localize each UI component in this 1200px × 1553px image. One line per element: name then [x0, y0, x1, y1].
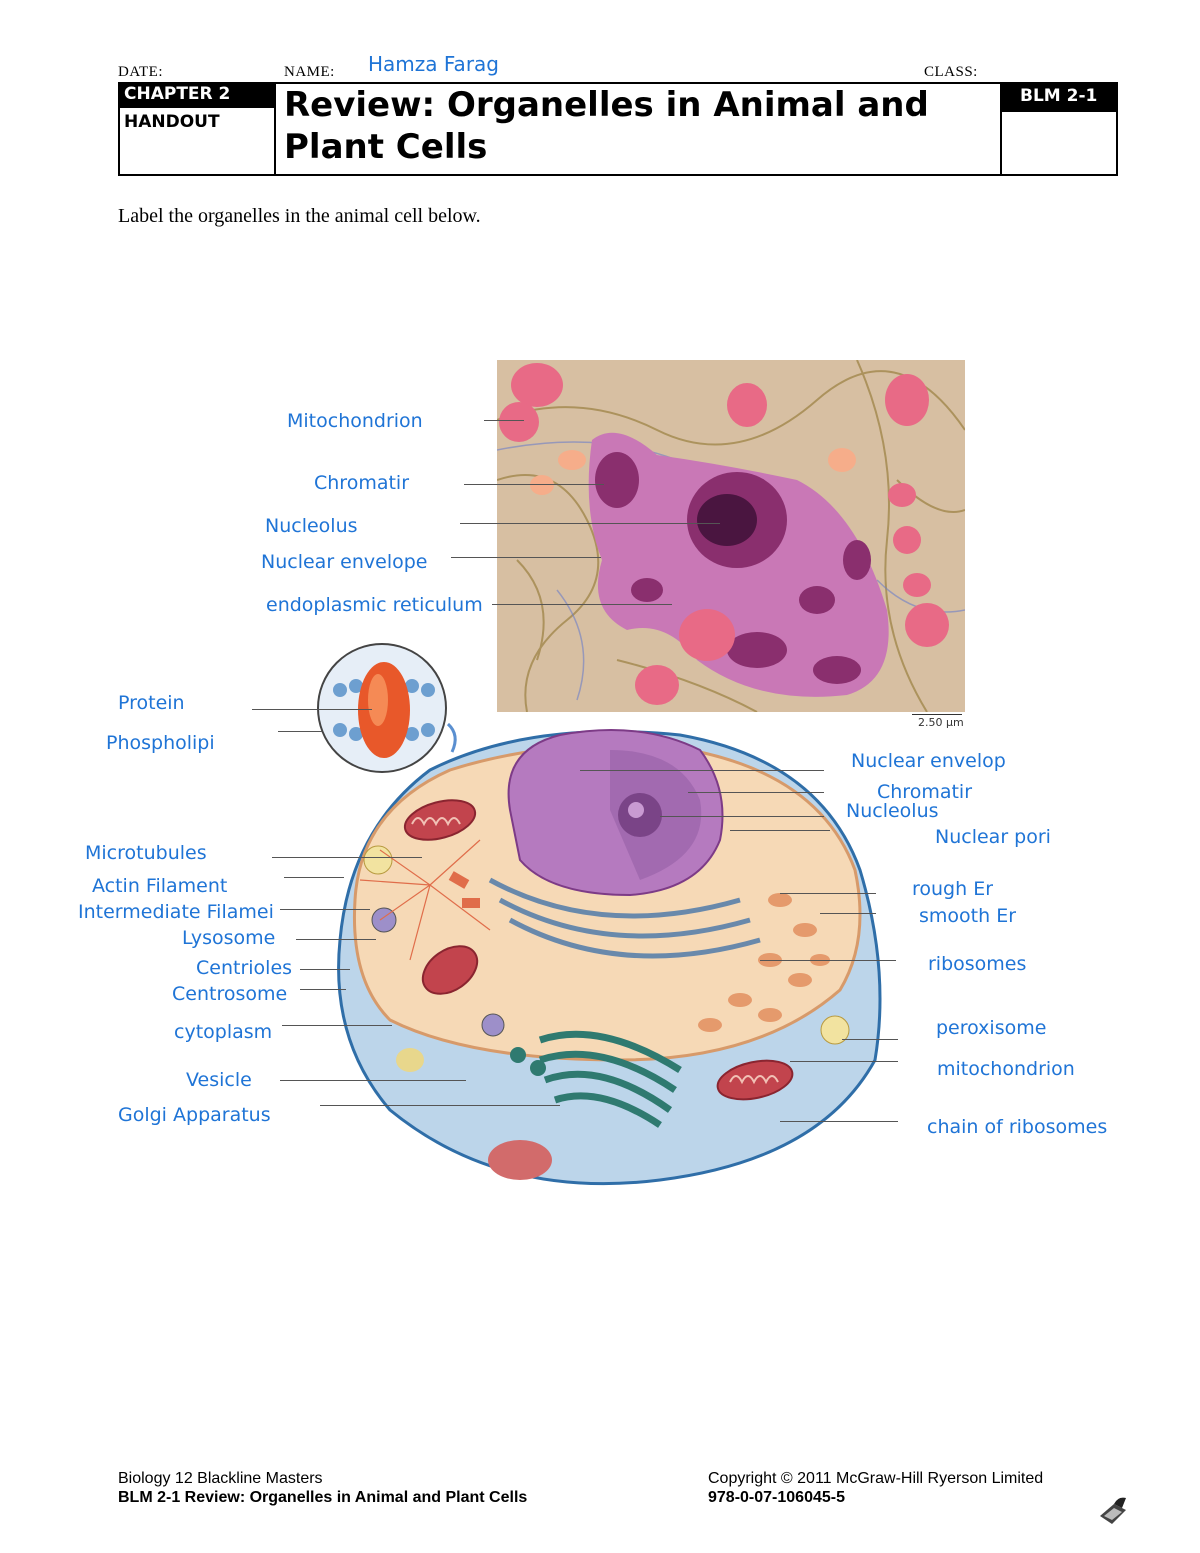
- label-intermediate-filament[interactable]: Intermediate Filamei: [78, 901, 274, 923]
- leader-line: [280, 1080, 466, 1081]
- label-nuclear-envelope-tem[interactable]: Nuclear envelope: [261, 551, 428, 573]
- leader-line: [660, 816, 824, 817]
- label-microtubules[interactable]: Microtubules: [85, 842, 207, 864]
- class-label: CLASS:: [924, 64, 978, 80]
- label-rough-er[interactable]: rough Er: [912, 878, 994, 900]
- leader-line: [464, 484, 604, 485]
- label-nucleolus-tem[interactable]: Nucleolus: [265, 515, 358, 537]
- leader-line: [296, 939, 376, 940]
- blm-badge: [1000, 82, 1118, 112]
- label-peroxisome[interactable]: peroxisome: [936, 1017, 1047, 1039]
- leader-line: [451, 557, 601, 558]
- tem-micrograph: [497, 360, 965, 712]
- label-smooth-er[interactable]: smooth Er: [919, 905, 1017, 927]
- leader-line: [284, 877, 344, 878]
- footer-right-line1: Copyright © 2011 McGraw-Hill Ryerson Lim…: [708, 1470, 1044, 1487]
- label-centrioles[interactable]: Centrioles: [196, 957, 293, 979]
- leader-line: [300, 989, 346, 990]
- leader-line: [280, 909, 370, 910]
- instructions: Label the organelles in the animal cell …: [118, 205, 481, 227]
- label-chromatin[interactable]: Chromatir: [877, 781, 973, 803]
- header-box: [118, 82, 1118, 176]
- leader-line: [320, 1105, 560, 1106]
- leader-line: [492, 604, 672, 605]
- leader-line: [790, 1061, 898, 1062]
- label-chromatin-tem[interactable]: Chromatir: [314, 472, 410, 494]
- label-nucleolus[interactable]: Nucleolus: [846, 800, 939, 822]
- title-line-2: Plant Cells: [284, 127, 488, 167]
- footer-left-line2: BLM 2-1 Review: Organelles in Animal and…: [118, 1489, 528, 1506]
- leader-line: [730, 830, 830, 831]
- chapter-label: CHAPTER 2: [124, 84, 231, 104]
- label-centrosome[interactable]: Centrosome: [172, 983, 288, 1005]
- cytoplasm-top: [352, 744, 862, 1062]
- blm-label: BLM 2-1: [1020, 86, 1098, 106]
- publisher-logo-icon: [1100, 1497, 1126, 1524]
- leader-line: [842, 1039, 898, 1040]
- label-mitochondrion[interactable]: mitochondrion: [937, 1058, 1075, 1080]
- leader-line: [252, 709, 372, 710]
- animal-cell-diagram: [317, 643, 882, 1186]
- leader-line: [820, 913, 876, 914]
- footer-left-line1: Biology 12 Blackline Masters: [118, 1470, 323, 1487]
- leader-line: [282, 1025, 392, 1026]
- leader-line: [688, 792, 824, 793]
- chapter-badge: [118, 82, 274, 108]
- label-protein[interactable]: Protein: [118, 692, 185, 714]
- label-cytoplasm[interactable]: cytoplasm: [174, 1021, 273, 1043]
- title-line-1: Review: Organelles in Animal and: [284, 85, 929, 125]
- label-ribosomes[interactable]: ribosomes: [928, 953, 1027, 975]
- leader-line: [484, 420, 524, 421]
- label-er-tem[interactable]: endoplasmic reticulum: [266, 594, 483, 616]
- leader-line: [278, 731, 322, 732]
- divider-left: [274, 82, 276, 176]
- label-lysosome[interactable]: Lysosome: [182, 927, 276, 949]
- name-value[interactable]: Hamza Farag: [368, 52, 499, 76]
- scale-bar-label: 2.50 µm: [918, 716, 964, 729]
- leader-line: [780, 893, 876, 894]
- label-phospholipid[interactable]: Phospholipi: [106, 732, 215, 754]
- leader-line: [272, 857, 422, 858]
- leader-line: [580, 770, 824, 771]
- date-label: DATE:: [118, 64, 163, 80]
- leader-line: [460, 523, 720, 524]
- name-label: NAME:: [284, 64, 335, 80]
- label-nuclear-pore[interactable]: Nuclear pori: [935, 826, 1051, 848]
- label-mitochondrion-tem[interactable]: Mitochondrion: [287, 410, 423, 432]
- footer-right-line2: 978-0-07-106045-5: [708, 1489, 845, 1506]
- handout-label: HANDOUT: [124, 112, 220, 132]
- leader-line: [780, 1121, 898, 1122]
- scale-bar: [912, 714, 962, 715]
- page-title: Review: Organelles in Animal and Plant C…: [284, 84, 929, 168]
- label-actin-filament[interactable]: Actin Filament: [92, 875, 228, 897]
- divider-right: [1000, 82, 1002, 176]
- label-chain-ribosomes[interactable]: chain of ribosomes: [927, 1116, 1108, 1138]
- label-vesicle[interactable]: Vesicle: [186, 1069, 252, 1091]
- leader-line: [760, 960, 896, 961]
- label-golgi[interactable]: Golgi Apparatus: [118, 1104, 271, 1126]
- leader-line: [300, 969, 350, 970]
- label-nuclear-envelope[interactable]: Nuclear envelop: [851, 750, 1006, 772]
